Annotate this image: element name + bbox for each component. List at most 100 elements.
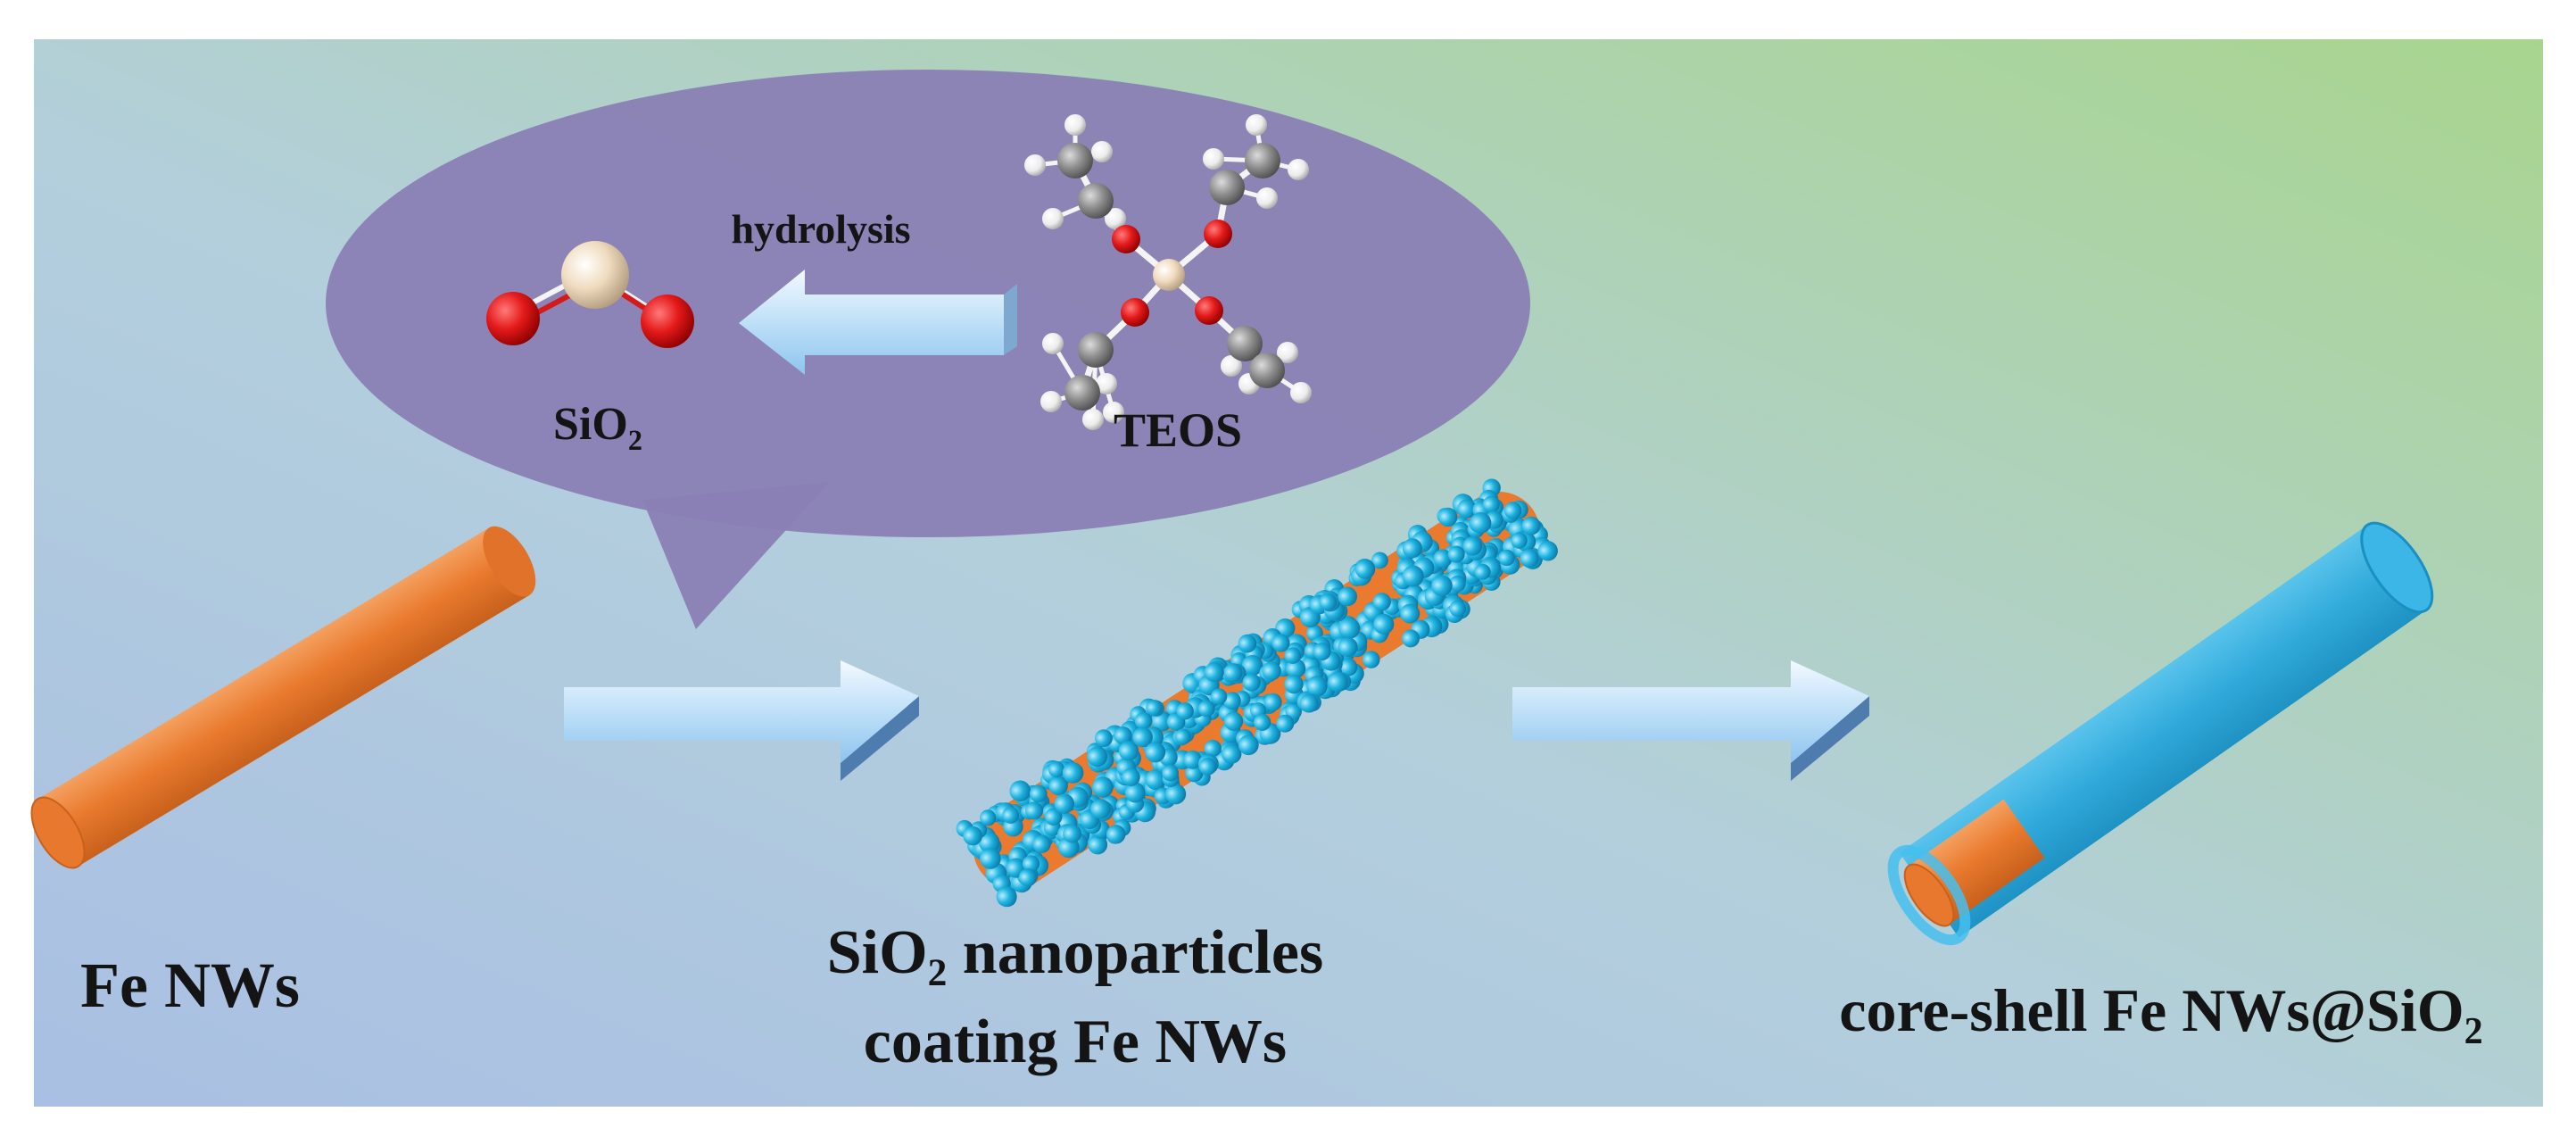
silica-nanoparticle bbox=[1164, 784, 1187, 805]
silica-nanoparticle bbox=[1354, 559, 1375, 579]
shell-body bbox=[1899, 525, 2427, 938]
silica-nanoparticle bbox=[1537, 541, 1558, 561]
hydrogen-atom bbox=[1042, 333, 1064, 354]
oxygen-atom bbox=[1121, 298, 1149, 327]
silica-nanoparticle bbox=[1338, 617, 1361, 639]
silica-nanoparticle bbox=[1371, 552, 1388, 569]
silica-nanoparticle bbox=[1437, 507, 1458, 527]
silica-nanoparticle bbox=[1048, 776, 1068, 796]
carbon-atom bbox=[1227, 326, 1263, 361]
silica-nanoparticle bbox=[1114, 726, 1132, 745]
carbon-atom bbox=[1249, 353, 1285, 388]
silica-nanoparticle bbox=[1433, 549, 1453, 568]
hydrogen-atom bbox=[1040, 391, 1062, 412]
silica-nanoparticle bbox=[1044, 808, 1063, 826]
hydrolysis-arrow bbox=[739, 270, 1017, 375]
silica-nanoparticle bbox=[1022, 855, 1040, 873]
hydrogen-atom bbox=[1024, 154, 1046, 176]
hydrogen-atom bbox=[1082, 409, 1104, 430]
fe-nanowire-far-end bbox=[483, 526, 536, 597]
coated-label-line2: coating Fe NWs bbox=[864, 1008, 1287, 1076]
carbon-atom bbox=[1057, 143, 1093, 178]
silica-nanoparticle bbox=[1162, 764, 1180, 782]
silica-nanoparticle bbox=[1223, 711, 1244, 731]
carbon-atom bbox=[1245, 143, 1280, 178]
silica-nanoparticle bbox=[1183, 750, 1202, 769]
hydrogen-atom bbox=[1064, 114, 1086, 136]
silica-nanoparticle bbox=[1521, 516, 1541, 535]
silica-nanoparticle bbox=[1009, 780, 1031, 802]
silica-nanoparticle bbox=[1474, 563, 1491, 580]
silica-nanoparticle bbox=[1263, 693, 1282, 711]
silica-nanoparticle bbox=[1373, 613, 1395, 635]
silica-nanoparticle bbox=[1271, 634, 1290, 652]
teos-label: TEOS bbox=[1114, 403, 1242, 457]
silica-nanoparticle bbox=[1449, 600, 1467, 618]
fe-nanowire-near-end bbox=[30, 796, 86, 869]
silica-nanoparticle bbox=[1118, 741, 1139, 761]
sio2-molecule-label: SiO2 bbox=[553, 399, 642, 456]
silica-nanoparticle bbox=[1520, 549, 1539, 568]
silica-nanoparticle bbox=[1088, 834, 1108, 855]
hydrogen-atom bbox=[1103, 402, 1124, 423]
silicon-atom bbox=[1153, 259, 1185, 291]
silica-nanoparticle bbox=[1048, 761, 1065, 778]
silica-nanoparticle bbox=[1174, 728, 1191, 745]
core-shell-label: core-shell Fe NWs@SiO2 bbox=[1839, 976, 2482, 1052]
silica-nanoparticle bbox=[1122, 767, 1140, 786]
oxygen-atom bbox=[1112, 225, 1140, 253]
hydrogen-atom bbox=[1246, 114, 1267, 136]
oxygen-atom bbox=[1195, 296, 1223, 325]
carbon-atom bbox=[1064, 375, 1100, 411]
carbon-atom bbox=[1078, 332, 1114, 368]
process-arrow-2-side bbox=[1791, 696, 1869, 781]
silica-nanoparticle bbox=[1276, 714, 1295, 733]
silica-nanoparticle bbox=[1124, 782, 1146, 803]
silica-nanoparticle bbox=[1498, 549, 1515, 567]
silica-nanoparticle bbox=[1431, 575, 1453, 597]
silica-nanoparticle bbox=[1106, 825, 1126, 844]
silica-nanoparticle bbox=[1482, 495, 1500, 513]
silica-nanoparticle bbox=[1306, 676, 1328, 697]
silica-nanoparticle bbox=[1447, 545, 1465, 563]
silica-nanoparticle bbox=[1211, 688, 1228, 705]
silica-nanoparticle bbox=[1362, 651, 1380, 668]
silica-nanoparticle bbox=[1238, 634, 1257, 653]
silica-nanoparticle bbox=[996, 886, 1017, 908]
silica-nanoparticle bbox=[1402, 629, 1421, 648]
silica-nanoparticle bbox=[1338, 658, 1358, 676]
silica-nanoparticle bbox=[1372, 593, 1391, 611]
hydrolysis-arrow-body bbox=[739, 270, 1004, 375]
silica-nanoparticle bbox=[1511, 532, 1528, 549]
silica-nanoparticle bbox=[1198, 758, 1217, 776]
silica-nanoparticle bbox=[980, 848, 1001, 869]
silica-nanoparticle bbox=[1145, 742, 1166, 763]
silica-nanoparticle bbox=[1338, 586, 1357, 607]
silica-nanoparticle bbox=[1223, 663, 1243, 683]
silica-nanoparticle bbox=[1204, 662, 1224, 683]
hydrogen-atom bbox=[1221, 355, 1242, 377]
silica-nanoparticle bbox=[1134, 712, 1153, 730]
silica-nanoparticle bbox=[1328, 671, 1348, 693]
teos-molecule bbox=[1024, 114, 1312, 430]
silicon-atom bbox=[561, 241, 629, 309]
silica-nanoparticle bbox=[1457, 499, 1477, 519]
silica-nanoparticle bbox=[1238, 734, 1259, 756]
silica-nanoparticle bbox=[1090, 799, 1111, 819]
silica-nanoparticle bbox=[1095, 729, 1113, 748]
silica-nanoparticle bbox=[1018, 868, 1038, 887]
silica-nanoparticle bbox=[1242, 673, 1261, 692]
silica-nanoparticle-layer bbox=[956, 478, 1558, 908]
carbon-atom bbox=[1078, 183, 1114, 219]
hydrogen-atom bbox=[1105, 208, 1126, 229]
fe-nanowire bbox=[30, 526, 536, 869]
hydrogen-atom bbox=[1288, 159, 1309, 180]
silica-nanoparticle bbox=[1470, 511, 1492, 534]
silica-nanoparticle bbox=[1087, 746, 1108, 767]
core-shell-nanowire bbox=[1887, 521, 2434, 946]
silica-nanoparticle bbox=[1402, 565, 1424, 587]
silica-nanoparticle bbox=[1400, 603, 1421, 624]
silica-nanoparticle bbox=[1054, 793, 1074, 814]
fe-nw-label: Fe NWs bbox=[80, 950, 300, 1021]
hydrogen-atom bbox=[1042, 208, 1064, 229]
